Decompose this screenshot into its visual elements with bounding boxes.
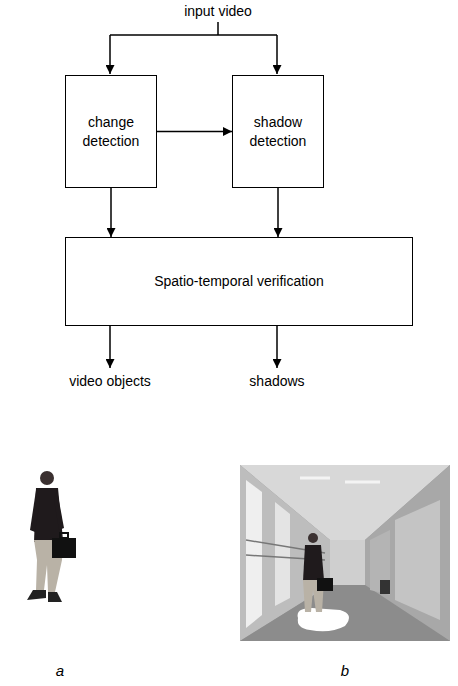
figure-letter: b	[341, 662, 349, 679]
flow-label: video objects	[69, 373, 151, 389]
segmented-person	[27, 471, 76, 602]
figure-letter: a	[56, 662, 64, 679]
process-box: Spatio-temporal verification	[65, 237, 413, 326]
process-box: shadow detection	[232, 75, 324, 188]
flow-label: shadows	[249, 373, 304, 389]
box-label: Spatio-temporal verification	[154, 272, 324, 290]
process-box: change detection	[65, 75, 157, 188]
flow-arrow	[277, 188, 279, 237]
flow-arrow	[110, 188, 112, 237]
box-label: change detection	[72, 113, 150, 149]
corridor-photo	[240, 465, 450, 641]
box-label: shadow detection	[239, 113, 317, 149]
flow-arrow	[157, 131, 232, 133]
flow-label: input video	[184, 3, 252, 19]
